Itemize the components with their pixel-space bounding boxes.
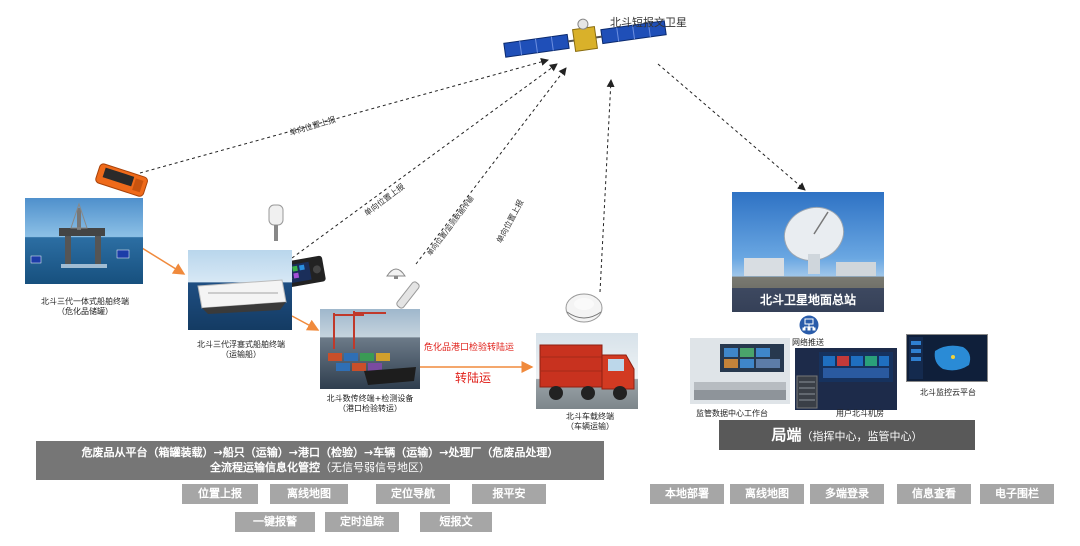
truck-terminal-icon	[565, 293, 603, 323]
port-caption: 北斗数传终端+检测设备 （港口检验转运）	[305, 394, 435, 414]
bureau-title: 局端	[771, 426, 802, 444]
feature-local-deploy-button[interactable]: 本地部署	[650, 484, 724, 504]
port-photo	[320, 309, 420, 389]
ground-station-photo: 北斗卫星地面总站	[732, 192, 884, 312]
transfer-label-short: 转陆运	[455, 371, 492, 385]
uplink-line-1	[139, 58, 549, 174]
flow-line-2-bold: 全流程运输信息化管控	[210, 461, 320, 474]
feature-one-key-alarm-button[interactable]: 一键报警	[235, 512, 315, 532]
flow-line-2-thin: （无信号弱信号地区）	[320, 461, 430, 474]
ship-caption-line1: 北斗三代浮塞式船舶终端	[197, 340, 285, 349]
ground-station-label: 北斗卫星地面总站	[732, 288, 884, 312]
flow-description-box: 危废品从平台（箱罐装载）→船只（运输）→港口（检验）→车辆（运输）→处理厂（危废…	[36, 441, 604, 480]
feature-timed-tracking-button[interactable]: 定时追踪	[325, 512, 399, 532]
feature-geofence-button[interactable]: 电子围栏	[980, 484, 1054, 504]
feature-offline-map-right-button[interactable]: 离线地图	[730, 484, 804, 504]
ship-caption-line2: （运输船）	[221, 350, 261, 359]
truck-photo	[536, 333, 638, 409]
bureau-subtitle: （指挥中心，监管中心）	[801, 430, 923, 443]
oil-platform-photo	[25, 198, 143, 284]
platform-caption: 北斗三代一体式船舶终端 （危化品储罐）	[22, 297, 148, 317]
uplink-line-2	[291, 63, 558, 259]
transport-ship-photo	[188, 250, 292, 330]
platform-caption-line1: 北斗三代一体式船舶终端	[41, 297, 129, 306]
satellite-label: 北斗短报文卫星	[610, 16, 687, 29]
truck-caption-line2: （车辆运输）	[566, 422, 614, 431]
feature-offline-map-button[interactable]: 离线地图	[270, 484, 348, 504]
uplink-line-4	[599, 79, 615, 293]
satellite-icon	[503, 18, 667, 58]
flow-arrow-2	[291, 315, 320, 331]
feature-position-report-button[interactable]: 位置上报	[182, 484, 258, 504]
bureau-box: 局端（指挥中心，监管中心）	[719, 420, 975, 450]
workstation-photo	[690, 338, 790, 404]
truck-caption: 北斗车载终端 （车辆运输）	[545, 412, 635, 432]
transfer-label: 危化品港口检验转陆运	[424, 343, 515, 353]
flow-line-1: 危废品从平台（箱罐装载）→船只（运输）→港口（检验）→车辆（运输）→处理厂（危废…	[81, 446, 559, 459]
port-caption-line2: （港口检验转运）	[338, 404, 402, 413]
port-sensor-icon	[396, 281, 420, 309]
port-caption-line1: 北斗数传终端+检测设备	[326, 394, 414, 403]
machine-room-label: 用户北斗机房	[836, 409, 884, 418]
workstation-label: 监管数据中心工作台	[696, 409, 768, 418]
flow-arrow-1	[141, 247, 186, 275]
flow-line-2: 全流程运输信息化管控（无信号弱信号地区）	[36, 460, 604, 475]
platform-caption-line2: （危化品储罐）	[57, 307, 113, 316]
feature-navigation-button[interactable]: 定位导航	[376, 484, 450, 504]
network-push-icon	[799, 315, 819, 335]
cloud-platform-label: 北斗监控云平台	[920, 388, 976, 397]
feature-multi-login-button[interactable]: 多端登录	[810, 484, 884, 504]
cloud-platform-screen	[906, 334, 988, 382]
portable-terminal-icon	[95, 163, 148, 197]
truck-caption-line1: 北斗车载终端	[566, 412, 614, 421]
port-antenna-icon	[386, 268, 406, 279]
uplink-line-3	[415, 67, 567, 265]
feature-short-message-button[interactable]: 短报文	[420, 512, 492, 532]
ship-antenna-icon	[268, 204, 284, 241]
feature-info-view-button[interactable]: 信息查看	[897, 484, 971, 504]
feature-safety-report-button[interactable]: 报平安	[472, 484, 546, 504]
machine-room-photo	[795, 348, 897, 410]
network-push-label: 网络推送	[792, 338, 824, 347]
ship-caption: 北斗三代浮塞式船舶终端 （运输船）	[185, 340, 297, 360]
downlink-line	[657, 63, 806, 191]
